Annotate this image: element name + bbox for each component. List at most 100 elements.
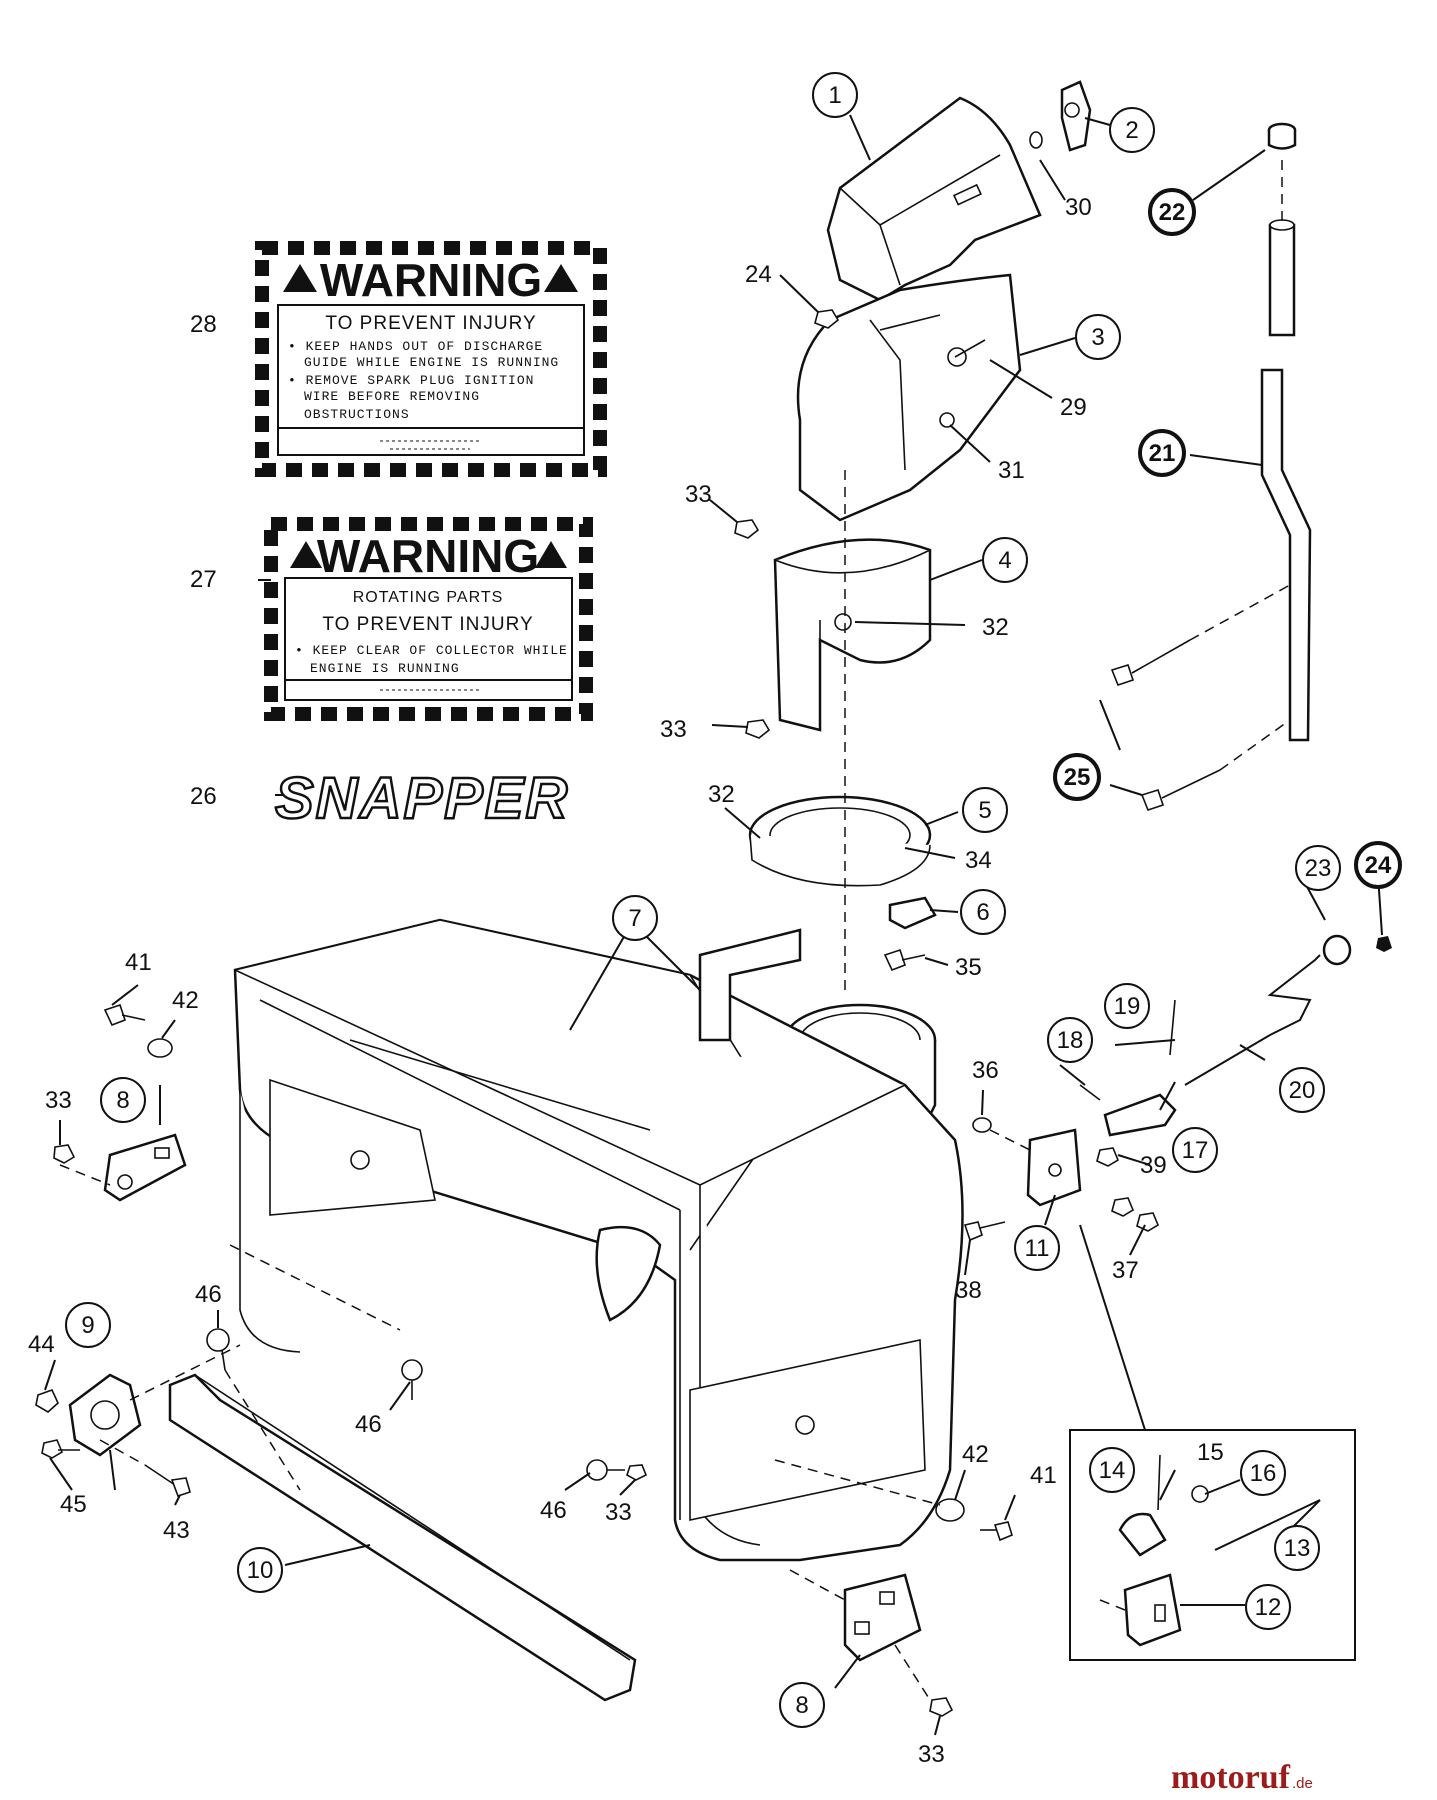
callout-7-label: 7 — [628, 905, 641, 932]
auger-housing-drawing — [233, 918, 964, 1562]
callout-23-label: 23 — [1305, 855, 1332, 882]
ring-gear-drawing — [748, 795, 932, 887]
control-rod-21-drawing — [1260, 368, 1312, 742]
callout-8-left-label: 8 — [116, 1087, 129, 1114]
watermark: motoruf .de — [1171, 1759, 1313, 1796]
label-42-right: 42 — [962, 1441, 989, 1468]
crank-20-drawing — [1184, 954, 1321, 1086]
callout-10: 10 — [237, 1547, 283, 1593]
lower-deflector-drawing — [796, 273, 1022, 522]
label-46-center: 46 — [355, 1411, 382, 1438]
label-46-right: 46 — [540, 1497, 567, 1524]
callout-9-label: 9 — [81, 1312, 94, 1339]
label-43: 43 — [163, 1517, 190, 1544]
callout-25-label: 25 — [1064, 764, 1091, 791]
label-34: 34 — [965, 847, 992, 874]
label-29: 29 — [1060, 394, 1087, 421]
callout-20: 20 — [1279, 1067, 1325, 1113]
callout-17: 17 — [1172, 1127, 1218, 1173]
callout-13-label: 13 — [1284, 1535, 1311, 1562]
callout-12: 12 — [1245, 1584, 1291, 1630]
callout-21: 21 — [1138, 429, 1186, 477]
callout-8-bottom: 8 — [779, 1682, 825, 1728]
callout-2-label: 2 — [1125, 117, 1138, 144]
label-26: 26 — [190, 783, 217, 810]
label-38: 38 — [955, 1277, 982, 1304]
callout-1: 1 — [812, 72, 858, 118]
callout-8-left: 8 — [100, 1077, 146, 1123]
label-28: 28 — [190, 311, 217, 338]
label-42-left: 42 — [172, 987, 199, 1014]
callout-17-label: 17 — [1182, 1137, 1209, 1164]
warning-bottom-title: WARNING — [317, 530, 539, 582]
callout-20-label: 20 — [1289, 1077, 1316, 1104]
watermark-brand: motoruf — [1171, 1759, 1291, 1796]
callout-5-label: 5 — [978, 797, 991, 824]
bracket-12-drawing — [1123, 1573, 1182, 1647]
callout-7: 7 — [612, 895, 658, 941]
label-44: 44 — [28, 1331, 55, 1358]
plain-label-group: 15 24 26 27 28 29 30 31 32 32 33 33 33 3… — [28, 194, 1224, 1768]
callout-22-label: 22 — [1159, 199, 1186, 226]
warning-top-line-3: • REMOVE SPARK PLUG IGNITION — [288, 373, 534, 388]
label-15: 15 — [1197, 1439, 1224, 1466]
callout-14-label: 14 — [1099, 1457, 1126, 1484]
callout-2: 2 — [1109, 107, 1155, 153]
callout-4: 4 — [982, 537, 1028, 583]
warning-top-title: WARNING — [320, 254, 542, 306]
callout-21-label: 21 — [1149, 440, 1176, 467]
callout-19-label: 19 — [1114, 993, 1141, 1020]
warning-bottom-rotating: ROTATING PARTS — [353, 589, 504, 606]
label-24: 24 — [745, 261, 772, 288]
inset-box — [1069, 1429, 1356, 1661]
callout-12-label: 12 — [1255, 1594, 1282, 1621]
label-31: 31 — [998, 457, 1025, 484]
warning-bottom-line-1: • KEEP CLEAR OF COLLECTOR WHILE — [295, 643, 568, 658]
bolt-35-drawing — [883, 948, 926, 972]
callout-19: 19 — [1104, 983, 1150, 1029]
label-27: 27 — [190, 566, 217, 593]
label-32-left: 32 — [708, 781, 735, 808]
callout-4-label: 4 — [998, 547, 1011, 574]
leader-lines — [44, 114, 1383, 1736]
warning-top-subtitle: TO PREVENT INJURY — [325, 313, 536, 334]
callout-5: 5 — [962, 787, 1008, 833]
callout-10-label: 10 — [247, 1557, 274, 1584]
label-32-right: 32 — [982, 614, 1009, 641]
bearing-flange-drawing — [68, 1373, 142, 1457]
skid-bar-drawing — [168, 1373, 637, 1702]
label-35: 35 — [955, 954, 982, 981]
bracket-8-left-drawing — [103, 1133, 187, 1202]
callout-16: 16 — [1240, 1450, 1286, 1496]
snapper-logo-decal: SNAPPER — [275, 766, 569, 831]
label-30: 30 — [1065, 194, 1092, 221]
warning-decal-rotating: WARNING ROTATING PARTS TO PREVENT INJURY… — [264, 517, 593, 721]
upper-deflector-drawing — [826, 96, 1042, 302]
callout-6: 6 — [960, 889, 1006, 935]
callout-18-label: 18 — [1057, 1027, 1084, 1054]
label-33-collar: 33 — [660, 716, 687, 743]
callout-24-bold-label: 24 — [1365, 852, 1392, 879]
callout-22: 22 — [1148, 188, 1196, 236]
warning-top-line-2: GUIDE WHILE ENGINE IS RUNNING — [304, 355, 559, 370]
callout-24-bold: 24 — [1354, 841, 1402, 889]
callout-11-label: 11 — [1025, 1235, 1050, 1262]
bracket-8-bottom-drawing — [843, 1573, 922, 1662]
warning-bottom-subtitle: TO PREVENT INJURY — [322, 614, 533, 635]
callout-16-label: 16 — [1250, 1460, 1277, 1487]
label-45: 45 — [60, 1491, 87, 1518]
callout-3: 3 — [1075, 314, 1121, 360]
callout-9: 9 — [65, 1302, 111, 1348]
label-37: 37 — [1112, 1257, 1139, 1284]
callout-3-label: 3 — [1091, 324, 1104, 351]
callout-1-label: 1 — [828, 82, 841, 109]
warning-decal-hands: WARNING TO PREVENT INJURY • KEEP HANDS O… — [255, 241, 607, 477]
callout-25: 25 — [1053, 753, 1101, 801]
label-41-right: 41 — [1030, 1462, 1057, 1489]
label-33-bottom: 33 — [918, 1741, 945, 1768]
part-drawings — [35, 80, 1392, 1736]
chute-collar-drawing — [773, 538, 932, 732]
watermark-suffix: .de — [1292, 1775, 1313, 1792]
label-36: 36 — [972, 1057, 999, 1084]
